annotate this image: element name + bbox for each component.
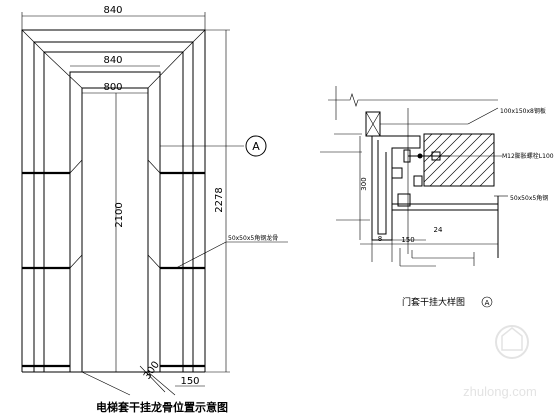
frame-outer-inner-edge (33, 41, 194, 372)
watermark-logo-icon (495, 325, 529, 359)
dim-depth: 300 150 (139, 360, 205, 393)
watermark: zhulong.com (463, 325, 537, 399)
dim-label-150: 150 (180, 376, 199, 387)
finish-panel (392, 203, 498, 211)
door-frame-elevation: 840 840 800 2100 2278 300 150 (21, 5, 288, 414)
mitre-top-right-inner (147, 51, 184, 89)
right-caption-callout: A (485, 299, 490, 307)
keel-diag (147, 159, 161, 174)
dim-opening-width: 800 (82, 82, 148, 94)
fixing-clip (397, 193, 411, 207)
frame-outer-outline (21, 29, 206, 372)
label-steel-plate: 100x150x8钢板 (500, 107, 546, 115)
dim-label-2100: 2100 (114, 202, 125, 227)
keel-marks (22, 159, 205, 368)
leader-labels: 100x150x8钢板 M12膨胀螺栓L100 50x50x5角钢 (320, 107, 554, 221)
keel-diag (69, 254, 83, 269)
right-caption-group: 门套干挂大样图 A (402, 296, 493, 308)
dim-label-8: 8 (378, 235, 382, 243)
right-caption: 门套干挂大样图 (402, 296, 465, 308)
frame-opening-edge (81, 87, 149, 372)
left-caption: 电梯套干挂龙骨位置示意图 (96, 400, 228, 414)
angle-steel-inner (377, 140, 387, 235)
dim-height-2278: 2278 (205, 29, 230, 373)
mitre-top-left-inner (43, 51, 83, 89)
keel-note: 50x50x5角钢龙骨 (175, 234, 288, 269)
dim-label-24: 24 (434, 226, 443, 234)
dim-label-2278: 2278 (214, 187, 225, 212)
dim-label-150: 150 (401, 236, 414, 244)
mitre-top-right-outer (182, 29, 206, 53)
dim-inner-width: 840 (70, 55, 160, 67)
dim-label-840-inner: 840 (103, 55, 122, 66)
dim-label-840-top: 840 (103, 5, 122, 16)
dim-300-vertical: 300 (359, 136, 368, 240)
concrete-wall (423, 133, 495, 187)
fixing-clip (413, 175, 423, 187)
floor-depth-left (81, 371, 131, 396)
dim-label-800: 800 (103, 82, 122, 93)
fixing-clip (391, 167, 403, 179)
break-line-top (328, 93, 498, 107)
angle-steel (371, 135, 421, 241)
dim-height-2100: 2100 (114, 93, 125, 372)
floor-depth-right (147, 371, 176, 396)
label-angle: 50x50x5角钢 (510, 194, 548, 202)
bottom-dims: 8 150 24 (371, 226, 475, 267)
dim-top-width: 840 (21, 5, 206, 30)
keel-diag (147, 254, 161, 269)
watermark-text: zhulong.com (463, 384, 537, 399)
section-callout-a: A (160, 135, 267, 157)
callout-letter: A (252, 140, 260, 153)
dim-label-300: 300 (142, 360, 162, 382)
keel-note-text: 50x50x5角钢龙骨 (228, 234, 278, 242)
expansion-bolt (403, 149, 450, 163)
mitre-top-left-outer (21, 29, 45, 53)
keel-diag (69, 159, 83, 174)
label-bolt: M12膨胀螺栓L100 (502, 152, 554, 160)
section-detail-a: 8 150 24 300 100x150x8钢板 M12膨胀螺栓L100 50x… (320, 86, 554, 308)
frame-casing-edge (69, 71, 161, 372)
dim-label-300-right: 300 (360, 177, 368, 190)
